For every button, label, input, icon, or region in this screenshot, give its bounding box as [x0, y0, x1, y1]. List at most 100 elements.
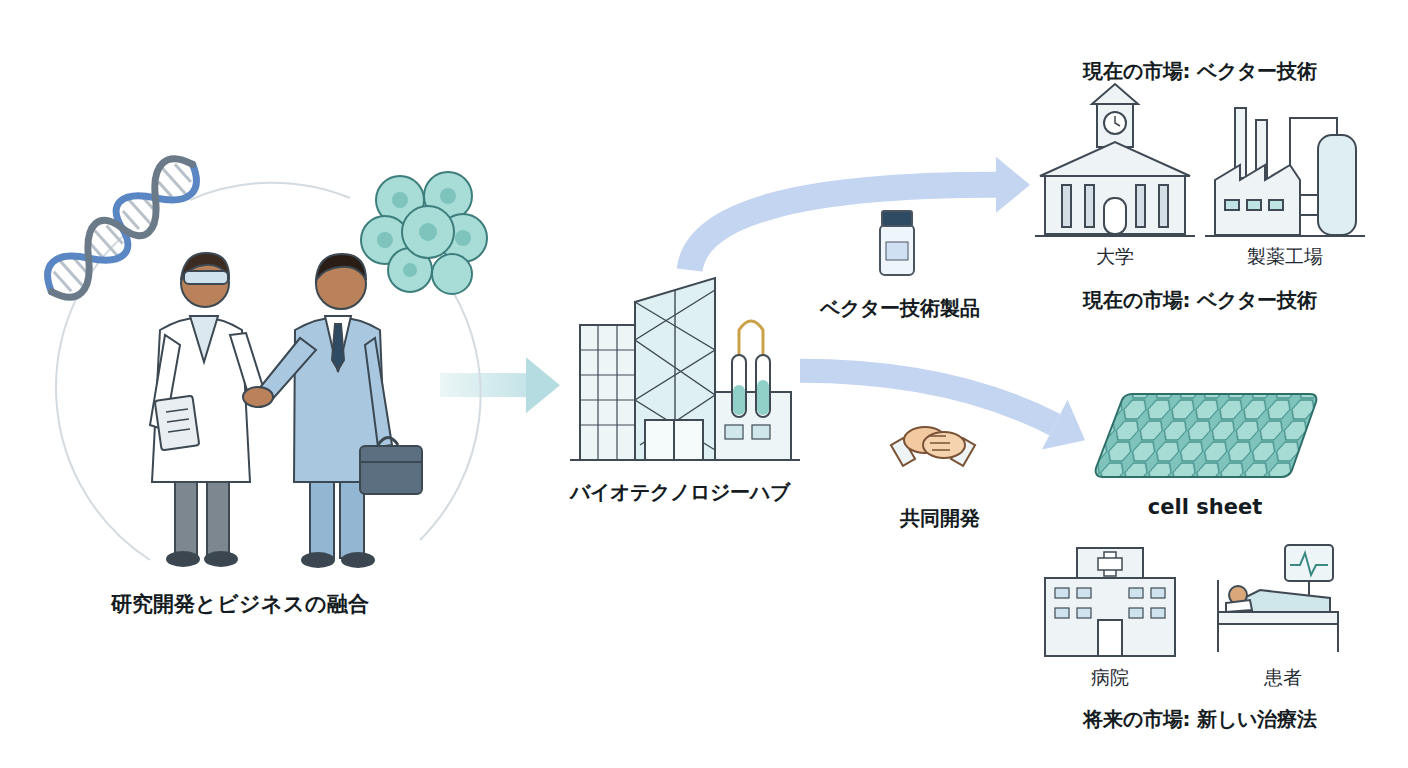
hub-building [580, 325, 635, 460]
patient-icon [1218, 545, 1338, 652]
hospital-icon [1077, 608, 1091, 618]
scientist-figure [184, 271, 228, 284]
hospital-icon [1055, 588, 1069, 598]
edge-label: 共同開発 [870, 506, 1010, 530]
flow-arrow [690, 157, 1030, 270]
hospital-node: 病院 [1035, 540, 1185, 690]
arrow-shaft [800, 371, 1055, 425]
cell-cluster [377, 232, 393, 248]
fusion-circle [420, 290, 481, 540]
hub-building [616, 325, 617, 460]
university-icon [1035, 235, 1195, 237]
handshake-icon [891, 427, 975, 466]
hospital-icon [1098, 558, 1122, 570]
university-node: 大学 [1040, 95, 1190, 270]
arrow-head [1042, 400, 1085, 450]
businessman-figure [302, 553, 334, 567]
patient-icon [1226, 600, 1252, 612]
scientist-figure [150, 253, 264, 566]
dna-helix [175, 164, 191, 182]
hub-building [580, 374, 635, 375]
node-label: cell sheet [1045, 495, 1365, 520]
arrow-shaft [440, 373, 526, 397]
cell-cluster [440, 188, 456, 204]
current-market-group: 現在の市場: ベクター技術現在の市場: ベクター技術大学製薬工場 [1030, 55, 1370, 320]
university-icon [1085, 185, 1094, 227]
arrow-shaft [690, 185, 996, 270]
scientist-figure [168, 429, 190, 432]
vial-icon [886, 242, 908, 260]
hospital-icon [1045, 578, 1175, 656]
hub-building [756, 355, 770, 417]
vial-icon [880, 211, 914, 275]
node-label: バイオテクノロジーハブ [520, 480, 840, 504]
university-icon [1062, 185, 1071, 227]
university-icon [1097, 102, 1133, 147]
scientist-figure [205, 552, 237, 566]
hub-building [570, 459, 800, 461]
factory-icon [1269, 200, 1283, 210]
factory-icon [1290, 118, 1337, 215]
factory-icon [1205, 108, 1365, 236]
university-icon [1104, 112, 1126, 134]
hospital-icon [1055, 608, 1069, 618]
cell-cluster [377, 188, 471, 277]
edge-label: ベクター技術製品 [800, 296, 1000, 320]
cell-cluster [361, 172, 487, 294]
hospital-icon [1151, 588, 1165, 598]
arrow-head [996, 157, 1030, 213]
businessman-figure [378, 438, 398, 446]
businessman-figure [243, 387, 273, 407]
hub-building [570, 278, 800, 460]
hub-building [752, 425, 770, 439]
patient-icon [1285, 545, 1333, 581]
businessman-figure [360, 461, 422, 463]
university-icon [1045, 176, 1185, 234]
university-icon [1092, 84, 1138, 104]
businessman-figure [243, 254, 422, 567]
businessman-figure [342, 553, 374, 567]
university-icon [1040, 142, 1190, 176]
hub-building [715, 392, 791, 460]
factory-icon [1225, 200, 1239, 210]
node-label: 将来の市場: 新しい治療法 [990, 707, 1408, 731]
university-icon [1159, 185, 1168, 227]
arrow-head [526, 357, 560, 413]
hub-building [645, 420, 703, 460]
hub-building [674, 290, 675, 420]
node-label: 現在の市場: ベクター技術 [990, 288, 1408, 312]
cell-cluster [403, 263, 417, 277]
node-label: 現在の市場: ベクター技術 [990, 59, 1408, 83]
scientist-figure [167, 552, 199, 566]
hub-building [580, 399, 635, 400]
hub-building [580, 424, 635, 425]
flow-arrow [440, 357, 560, 413]
cell-sheet-illustration [1096, 394, 1317, 477]
hub-node: バイオテクノロジーハブ [560, 270, 800, 510]
vial-icon [880, 225, 914, 275]
scientist-figure [167, 419, 189, 422]
cell-cluster [392, 192, 408, 208]
hub-building [580, 349, 635, 350]
handshake-icon [923, 432, 965, 458]
hospital-icon [1129, 588, 1143, 598]
hub-building [635, 278, 715, 460]
hub-building [580, 325, 635, 460]
factory-icon [1247, 200, 1261, 210]
factory-icon [1205, 235, 1365, 237]
future-market-group: 将来の市場: 新しい治療法病院患者 [1030, 540, 1370, 745]
vial-icon [882, 211, 912, 226]
cell-sheet-node: cell sheet [1085, 380, 1325, 520]
university-icon [1104, 198, 1126, 234]
businessman-figure [360, 446, 422, 494]
businessman-figure [365, 338, 392, 447]
node-label: 病院 [995, 666, 1225, 689]
dna-helix [54, 272, 71, 291]
scientist-figure [190, 316, 218, 362]
cell-sheet-illustration [1096, 394, 1317, 477]
dna-helix [158, 182, 171, 197]
hospital-icon [1129, 608, 1143, 618]
hospital-icon [1045, 548, 1175, 656]
university-icon [1115, 116, 1120, 126]
